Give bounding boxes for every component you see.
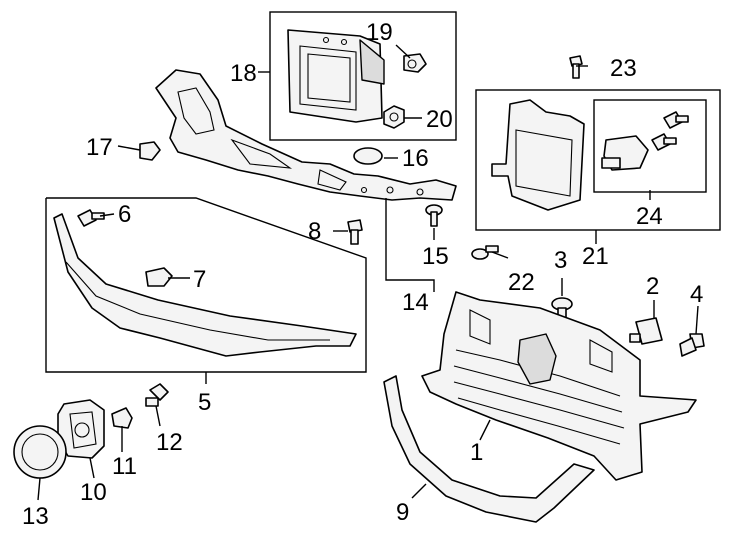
callout-14: 14 bbox=[402, 289, 429, 316]
box-camera-unit bbox=[269, 11, 457, 141]
callout-18: 18 bbox=[230, 60, 257, 87]
box-radar-bracket bbox=[475, 89, 721, 231]
callout-7: 7 bbox=[193, 266, 206, 293]
callout-20: 20 bbox=[426, 106, 453, 133]
callout-13: 13 bbox=[22, 503, 49, 530]
callout-16: 16 bbox=[402, 145, 429, 172]
callout-12: 12 bbox=[156, 429, 183, 456]
box-molding bbox=[45, 197, 367, 373]
part-24-radar bbox=[601, 135, 649, 171]
callout-1: 1 bbox=[470, 439, 483, 466]
callout-2: 2 bbox=[646, 273, 659, 300]
callout-21: 21 bbox=[582, 243, 609, 270]
part-17-clip bbox=[139, 141, 161, 161]
part-16-seal bbox=[353, 147, 383, 165]
part-14-upper-support bbox=[155, 69, 457, 201]
callout-17: 17 bbox=[86, 134, 113, 161]
part-24-bolt-b bbox=[651, 133, 677, 151]
part-9-trim bbox=[383, 375, 595, 523]
callout-11: 11 bbox=[112, 453, 137, 480]
part-4-bolt bbox=[679, 333, 705, 357]
callout-10: 10 bbox=[80, 479, 107, 506]
callout-labels: 19 18 20 16 17 6 7 8 15 14 5 22 3 2 4 23… bbox=[22, 19, 703, 530]
part-13-emblem bbox=[13, 425, 67, 479]
callout-6: 6 bbox=[118, 201, 131, 228]
callout-22: 22 bbox=[508, 269, 535, 296]
part-1-grille bbox=[421, 291, 697, 481]
callout-3: 3 bbox=[554, 247, 567, 274]
part-19-clip bbox=[403, 53, 427, 73]
part-24-bolt-a bbox=[663, 111, 689, 129]
callout-9: 9 bbox=[396, 499, 409, 526]
part-20-nut bbox=[383, 105, 405, 129]
part-15-clip bbox=[425, 204, 443, 227]
callout-24: 24 bbox=[636, 203, 663, 230]
callout-23: 23 bbox=[610, 55, 637, 82]
part-7-clip bbox=[145, 267, 173, 287]
callout-19: 19 bbox=[366, 19, 393, 46]
part-12-bolt bbox=[145, 383, 169, 407]
callout-5: 5 bbox=[198, 389, 211, 416]
part-18-unit bbox=[287, 29, 385, 123]
part-6-bolt bbox=[77, 209, 105, 227]
part-2-bracket bbox=[629, 317, 663, 345]
part-23-bolt bbox=[569, 55, 583, 79]
part-5-molding bbox=[53, 213, 357, 357]
callout-15: 15 bbox=[422, 243, 449, 270]
callout-4: 4 bbox=[690, 281, 703, 308]
part-10-emblem-base bbox=[57, 399, 105, 459]
callout-8: 8 bbox=[308, 218, 321, 245]
part-11-clip bbox=[111, 407, 133, 429]
leader-lines bbox=[37, 44, 699, 501]
part-8-bolt bbox=[347, 219, 363, 245]
part-21-bracket bbox=[491, 99, 585, 211]
part-3-clip bbox=[551, 297, 573, 319]
